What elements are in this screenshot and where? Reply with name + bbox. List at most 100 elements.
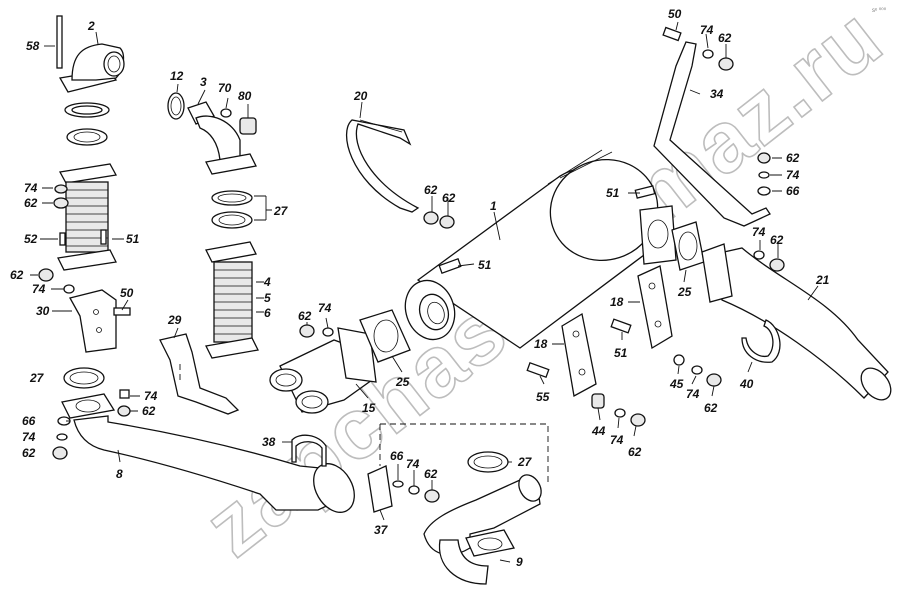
nut-74-62-top — [702, 49, 734, 71]
callout-70: 70 — [218, 81, 232, 95]
callout-62: 62 — [786, 151, 800, 165]
callout-62: 62 — [424, 467, 438, 481]
strap-20 — [345, 119, 420, 213]
callout-74: 74 — [700, 23, 714, 37]
gasket-27-lower-left — [63, 367, 105, 389]
bolts-51-55 — [526, 318, 632, 379]
callout-80: 80 — [238, 89, 252, 103]
callout-62: 62 — [22, 446, 36, 460]
bracket-30 — [69, 289, 131, 353]
callout-40: 40 — [739, 377, 754, 391]
callout-74: 74 — [318, 301, 332, 315]
callout-52: 52 — [24, 232, 38, 246]
callout-62: 62 — [718, 31, 732, 45]
callout-62: 62 — [770, 233, 784, 247]
callout-30: 30 — [36, 304, 50, 318]
callout-74: 74 — [22, 430, 36, 444]
callout-50: 50 — [668, 7, 682, 21]
callout-25: 25 — [677, 285, 692, 299]
callout-66: 66 — [390, 449, 404, 463]
callout-55: 55 — [536, 390, 550, 404]
gasket-12 — [167, 92, 185, 120]
muffler-1 — [404, 149, 677, 349]
callout-25: 25 — [395, 375, 410, 389]
nut-70-and-sleeve-80 — [220, 108, 257, 135]
callout-74: 74 — [406, 457, 420, 471]
bellows-4-5-6 — [205, 241, 259, 359]
bracket-37 — [367, 465, 440, 513]
callout-58: 58 — [26, 39, 40, 53]
tailpipe-21 — [701, 243, 892, 401]
callout-20: 20 — [353, 89, 368, 103]
callout-74: 74 — [32, 282, 46, 296]
callout-62: 62 — [142, 404, 156, 418]
callout-15: 15 — [362, 401, 376, 415]
callout-8: 8 — [116, 467, 123, 481]
callout-12: 12 — [170, 69, 184, 83]
callout-27: 27 — [273, 204, 289, 218]
callout-labels: 2 58 74 62 52 51 62 74 30 50 12 3 70 80 … — [10, 7, 830, 569]
callout-18: 18 — [610, 295, 624, 309]
pipe-3 — [187, 101, 257, 175]
callout-34: 34 — [710, 87, 724, 101]
callout-37: 37 — [374, 523, 389, 537]
callout-1: 1 — [490, 199, 497, 213]
bracket-34 — [653, 26, 771, 227]
nut-62-74-66-right — [757, 152, 771, 196]
callout-38: 38 — [262, 435, 276, 449]
callout-44: 44 — [591, 424, 606, 438]
elbow-pipe-2 — [56, 15, 125, 93]
callout-62: 62 — [704, 401, 718, 415]
callout-74: 74 — [752, 225, 766, 239]
callout-51: 51 — [478, 258, 492, 272]
heat-shield-18-right — [637, 265, 673, 350]
callout-27: 27 — [517, 455, 533, 469]
callout-62: 62 — [298, 309, 312, 323]
gasket-27-lower — [467, 451, 509, 473]
assembly-dashed-line — [179, 364, 549, 486]
callout-5: 5 — [264, 291, 271, 305]
callout-74: 74 — [24, 181, 38, 195]
callout-74: 74 — [610, 433, 624, 447]
callout-74: 74 — [786, 168, 800, 182]
callout-9: 9 — [516, 555, 523, 569]
callout-50: 50 — [120, 286, 134, 300]
u-bolt-38 — [291, 434, 327, 467]
nuts-62-strap — [423, 211, 455, 229]
bracket-29 — [159, 333, 240, 415]
callout-74: 74 — [144, 389, 158, 403]
callout-51: 51 — [126, 232, 140, 246]
callout-51: 51 — [606, 186, 620, 200]
gasket-rings-left-top — [64, 102, 110, 146]
callout-2: 2 — [87, 19, 95, 33]
callout-29: 29 — [167, 313, 182, 327]
gasket-25-center — [359, 309, 411, 363]
spacer-44-nuts — [591, 354, 722, 427]
nuts-74-62-pipe21 — [753, 250, 785, 272]
callout-62: 62 — [628, 445, 642, 459]
callout-62: 62 — [442, 191, 456, 205]
callout-27: 27 — [29, 371, 45, 385]
exhaust-pipe-8 — [61, 393, 355, 513]
bellows-left — [57, 163, 118, 271]
callout-3: 3 — [200, 75, 207, 89]
callout-62: 62 — [10, 268, 24, 282]
callout-4: 4 — [263, 275, 271, 289]
exhaust-pipe-9 — [423, 474, 542, 585]
callout-62: 62 — [24, 196, 38, 210]
callout-45: 45 — [669, 377, 684, 391]
callout-74: 74 — [686, 387, 700, 401]
heat-shield-18-left — [561, 312, 597, 398]
callout-51: 51 — [614, 346, 628, 360]
callout-66: 66 — [786, 184, 800, 198]
callout-62: 62 — [424, 183, 438, 197]
leader-lines — [30, 21, 819, 563]
gasket-rings-27-upper — [211, 190, 253, 229]
callout-66: 66 — [22, 414, 36, 428]
small-fasteners-left — [52, 389, 131, 460]
callout-6: 6 — [264, 306, 271, 320]
callout-21: 21 — [815, 273, 830, 287]
callout-18: 18 — [534, 337, 548, 351]
y-pipe-15 — [269, 327, 377, 414]
